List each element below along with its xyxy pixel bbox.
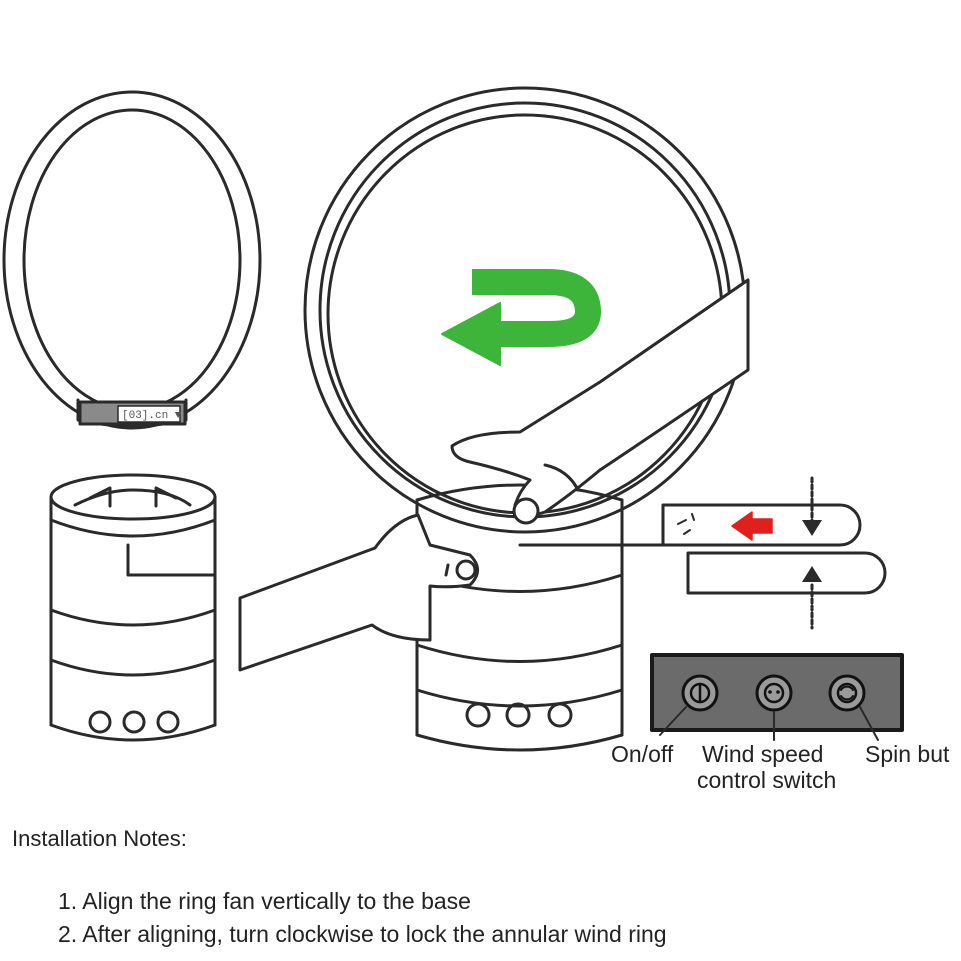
center-fan-base	[415, 483, 664, 752]
label-on-off: On/off	[611, 741, 674, 767]
power-button-icon	[681, 674, 719, 712]
installation-notes: Installation Notes: 1. Align the ring fa…	[12, 826, 952, 954]
left-hand	[238, 513, 479, 672]
right-hand	[450, 278, 750, 525]
note-item: 1. Align the ring fan vertically to the …	[58, 888, 471, 914]
left-fan-base	[49, 473, 217, 742]
notes-title: Installation Notes:	[12, 826, 187, 851]
note-item: 2. After aligning, turn clockwise to loc…	[58, 921, 667, 947]
label-control-switch: control switch	[697, 767, 837, 793]
connector-top-piece	[661, 476, 862, 547]
left-fan-ring: [03].cn ▼	[2, 90, 262, 430]
notes-list: 1. Align the ring fan vertically to the …	[12, 888, 952, 948]
connector-bottom-piece	[686, 551, 887, 630]
wind-speed-icon	[755, 674, 793, 712]
red-arrow-icon	[731, 511, 773, 541]
ring-base-text: [03].cn ▼	[122, 410, 182, 422]
installation-diagram: [03].cn ▼	[2, 86, 904, 752]
label-spin: Spin but	[865, 741, 950, 767]
u-turn-arrow-icon	[441, 269, 601, 366]
control-panel	[650, 653, 904, 741]
label-wind-speed: Wind speed	[702, 741, 824, 767]
spin-button-icon	[828, 674, 866, 712]
